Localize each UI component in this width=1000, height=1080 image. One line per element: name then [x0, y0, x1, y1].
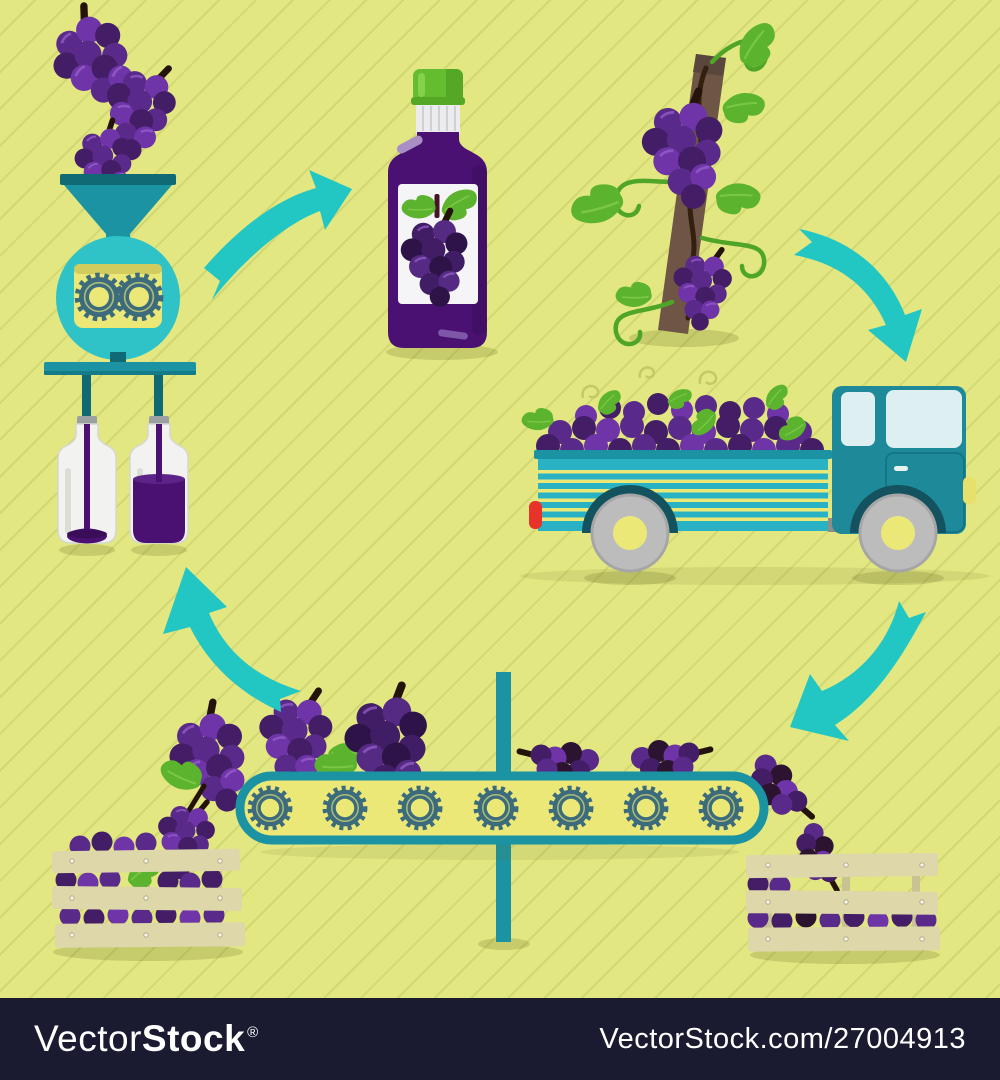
belt-gear: [628, 790, 665, 827]
filling-bottle-empty: [57, 423, 117, 544]
filler-pipe: [154, 375, 163, 423]
harvest-truck: [518, 366, 990, 585]
vine-leaf: [710, 174, 765, 224]
juice-stream: [84, 424, 90, 536]
front-wheel: [858, 493, 938, 573]
crate-planks: [745, 852, 941, 952]
brand-normal: Vector: [34, 1018, 142, 1059]
belt-gear: [402, 790, 439, 827]
conveyor-sorting: [155, 672, 822, 950]
vine-shadow: [629, 329, 739, 347]
arrow-truck-to-conveyor: [790, 601, 926, 741]
finished-bottle: [386, 69, 498, 360]
registered-mark: ®: [247, 1024, 259, 1041]
vine-leaf: [568, 180, 626, 228]
cab-window-front: [886, 390, 962, 448]
arrow-press-to-bottle: [204, 170, 352, 300]
belt-gear: [478, 790, 515, 827]
flow-arrows: [163, 170, 926, 741]
belt-gear: [703, 790, 740, 827]
brand-bold: Stock: [141, 1018, 246, 1059]
crusher-gear: [79, 277, 119, 317]
decorative-swirls: [581, 366, 718, 399]
cab-window-rear: [841, 392, 875, 446]
belt-gear: [553, 790, 590, 827]
grape-press: [30, 0, 196, 556]
crate-left: [51, 787, 246, 961]
juice-stream: [156, 424, 162, 482]
belt-gear: [327, 790, 364, 827]
grape-vine: [568, 17, 788, 347]
tail-light: [529, 501, 542, 529]
belt-gear: [252, 790, 289, 827]
arrow-vine-to-truck: [794, 229, 922, 362]
rear-wheel: [590, 493, 670, 573]
crate-right: [745, 819, 941, 964]
bed-stripes: [538, 470, 828, 521]
watermark-brand: VectorStock®: [34, 1018, 259, 1060]
filling-bottle-half: [129, 423, 189, 544]
bed-lip: [534, 450, 832, 459]
crate-planks: [51, 848, 246, 948]
funnel-rim: [60, 174, 176, 185]
arrow-conveyor-to-press: [163, 567, 301, 712]
crusher-gear: [119, 277, 159, 317]
funnel: [64, 185, 172, 234]
illustration-canvas: [30, 0, 990, 964]
watermark-credit: VectorStock.com/27004913: [599, 1022, 966, 1055]
vine-leaf: [718, 87, 768, 130]
headlight: [963, 477, 976, 504]
watermark-bar: VectorStock® VectorStock.com/27004913: [0, 998, 1000, 1080]
grape-load: [518, 381, 824, 462]
filler-pipe: [82, 375, 91, 423]
door-handle: [894, 466, 908, 471]
